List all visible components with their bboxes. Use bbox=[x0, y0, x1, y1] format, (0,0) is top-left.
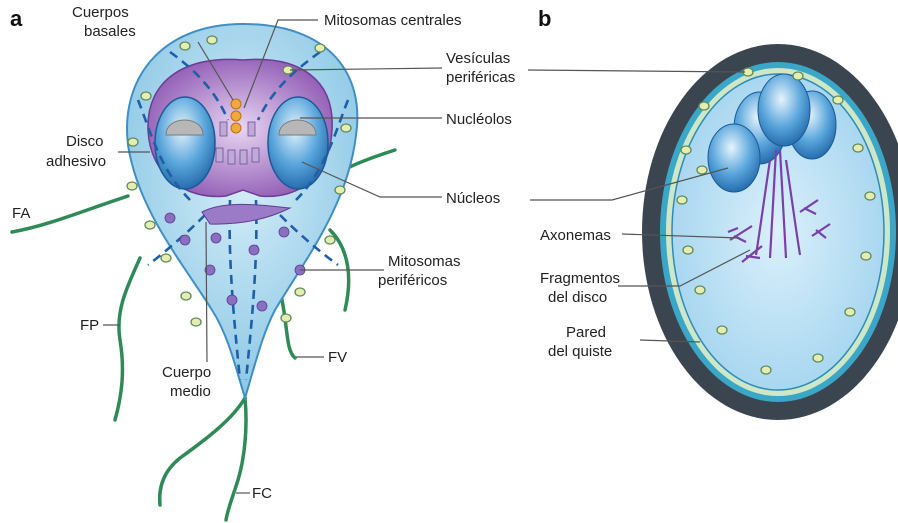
label-del-disco: del disco bbox=[548, 289, 607, 306]
flagellum-fc-left bbox=[160, 398, 245, 505]
label-basales: basales bbox=[84, 23, 136, 40]
label-fv: FV bbox=[328, 349, 347, 366]
panel-b-label: b bbox=[538, 6, 551, 31]
label-fp: FP bbox=[80, 317, 99, 334]
label-vesiculas: Vesículas bbox=[446, 50, 510, 67]
nucleus-left bbox=[155, 97, 215, 189]
label-fragmentos: Fragmentos bbox=[540, 270, 620, 287]
label-medio: medio bbox=[170, 383, 211, 400]
cyst bbox=[642, 44, 898, 420]
label-axonemas: Axonemas bbox=[540, 227, 611, 244]
panel-a-label: a bbox=[10, 6, 23, 31]
label-cuerpos: Cuerpos bbox=[72, 4, 129, 21]
nucleus-right bbox=[268, 97, 328, 189]
cyst-nucleus-3 bbox=[758, 74, 810, 146]
label-mitosomas: Mitosomas bbox=[388, 253, 461, 270]
label-perifericas: periféricas bbox=[446, 69, 515, 86]
flagellum-fp-left bbox=[115, 258, 140, 420]
label-nucleolos: Nucléolos bbox=[446, 111, 512, 128]
label-pared: Pared bbox=[566, 324, 606, 341]
label-nucleos: Núcleos bbox=[446, 190, 500, 207]
cyst-nucleus-4 bbox=[708, 124, 760, 192]
label-perifericos: periféricos bbox=[378, 272, 447, 289]
label-mitosomas-centrales: Mitosomas centrales bbox=[324, 12, 462, 29]
label-del-quiste: del quiste bbox=[548, 343, 612, 360]
label-fc: FC bbox=[252, 485, 272, 502]
label-adhesivo: adhesivo bbox=[46, 153, 106, 170]
label-cuerpo: Cuerpo bbox=[162, 364, 211, 381]
label-fa: FA bbox=[12, 205, 30, 222]
label-disco: Disco bbox=[66, 133, 104, 150]
